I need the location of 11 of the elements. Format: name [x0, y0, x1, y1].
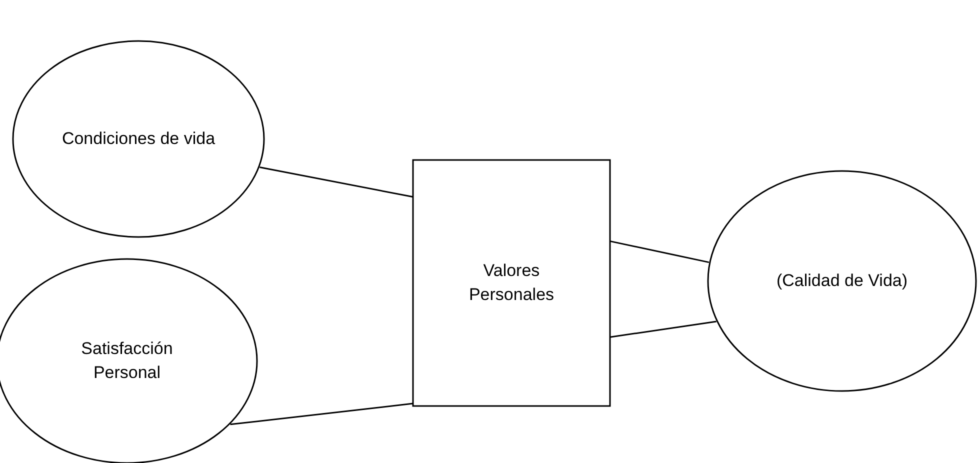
connector-line — [610, 320, 716, 338]
connector-line — [260, 166, 414, 198]
connector-line — [610, 240, 710, 264]
connector-line — [230, 402, 414, 426]
process-box — [412, 159, 611, 407]
node-label: Valores Personales — [468, 260, 556, 306]
node-label: (Calidad de Vida) — [776, 270, 908, 292]
node-label: Condiciones de vida — [62, 128, 216, 150]
node-label: Satisfacción Personal — [80, 338, 174, 384]
ellipse-node — [707, 170, 977, 392]
ellipse-node — [12, 40, 265, 238]
